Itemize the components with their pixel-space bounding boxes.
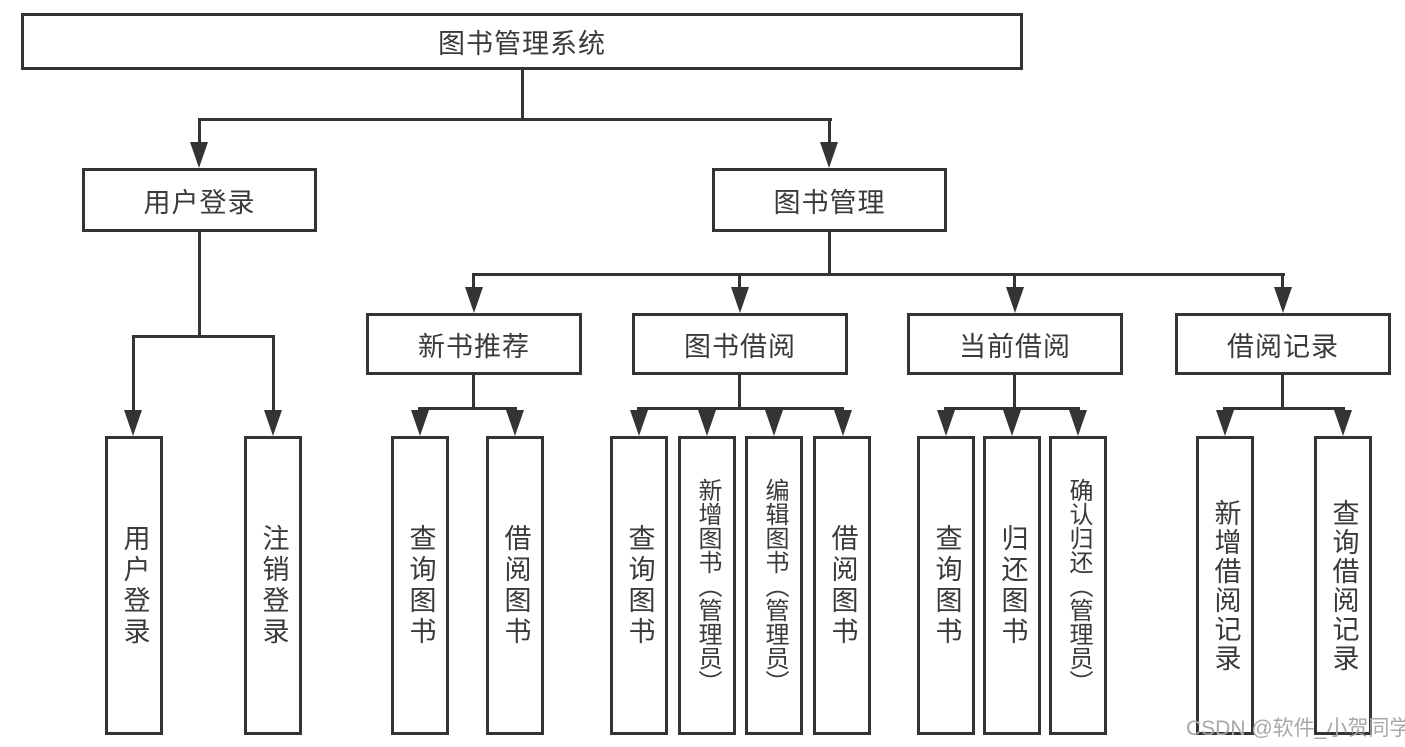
leaf-user-login: 用户登录 xyxy=(105,436,163,735)
node-user-login: 用户登录 xyxy=(82,168,317,232)
leaf-add-borrow-record: 新增借阅记录 xyxy=(1196,436,1254,735)
connector-drop-user-login xyxy=(198,118,201,146)
connector-bar xyxy=(418,407,517,410)
connector-drop-level3 xyxy=(738,273,741,291)
connector-stem xyxy=(472,375,475,407)
node-new-book-recommendation: 新书推荐 xyxy=(366,313,582,375)
leaf-edit-books-admin: 编辑图书（管理员） xyxy=(745,436,803,735)
connector-bar xyxy=(637,407,844,410)
arrow-down-icon xyxy=(937,410,955,436)
connector-drop-leaf xyxy=(272,335,275,414)
connector-drop-leaf xyxy=(132,335,135,414)
leaf-confirm-return-admin: 确认归还（管理员） xyxy=(1049,436,1107,735)
leaf-add-books-admin: 新增图书（管理员） xyxy=(678,436,736,735)
arrow-down-icon xyxy=(820,142,838,168)
arrow-down-icon xyxy=(124,410,142,436)
arrow-down-icon xyxy=(698,410,716,436)
leaf-query-borrow-record: 查询借阅记录 xyxy=(1314,436,1372,735)
connector-book-management-stem xyxy=(828,232,831,273)
arrow-down-icon xyxy=(264,410,282,436)
connector-stem xyxy=(1281,375,1284,407)
connector-drop-level3 xyxy=(472,273,475,291)
arrow-down-icon xyxy=(1334,410,1352,436)
connector-book-management-bar xyxy=(473,273,1285,276)
node-library-system: 图书管理系统 xyxy=(21,13,1023,70)
csdn-watermark: CSDN @软件_小贺同学 xyxy=(1186,717,1405,740)
leaf-borrow-books: 借阅图书 xyxy=(486,436,544,735)
connector-user-login-bar xyxy=(132,335,275,338)
connector-drop-level3 xyxy=(1281,273,1284,291)
arrow-down-icon xyxy=(1216,410,1234,436)
connector-stem xyxy=(1013,375,1016,407)
arrow-down-icon xyxy=(834,410,852,436)
leaf-query-books: 查询图书 xyxy=(610,436,668,735)
connector-root-bar xyxy=(198,118,832,121)
arrow-down-icon xyxy=(465,287,483,313)
arrow-down-icon xyxy=(506,410,524,436)
leaf-borrow-books: 借阅图书 xyxy=(813,436,871,735)
arrow-down-icon xyxy=(1069,410,1087,436)
node-book-management: 图书管理 xyxy=(712,168,947,232)
node-borrowing-records: 借阅记录 xyxy=(1175,313,1391,375)
connector-stem xyxy=(738,375,741,407)
connector-user-login-stem xyxy=(198,232,201,335)
leaf-query-books: 查询图书 xyxy=(391,436,449,735)
connector-drop-level3 xyxy=(1013,273,1016,291)
arrow-down-icon xyxy=(1274,287,1292,313)
arrow-down-icon xyxy=(1006,287,1024,313)
leaf-query-books: 查询图书 xyxy=(917,436,975,735)
connector-drop-book-management xyxy=(828,118,831,146)
arrow-down-icon xyxy=(630,410,648,436)
connector-root-stem xyxy=(521,70,524,118)
connector-bar xyxy=(1223,407,1345,410)
arrow-down-icon xyxy=(1003,410,1021,436)
arrow-down-icon xyxy=(411,410,429,436)
arrow-down-icon xyxy=(190,142,208,168)
node-book-borrowing: 图书借阅 xyxy=(632,313,848,375)
node-current-borrowing: 当前借阅 xyxy=(907,313,1123,375)
arrow-down-icon xyxy=(731,287,749,313)
arrow-down-icon xyxy=(765,410,783,436)
leaf-return-books: 归还图书 xyxy=(983,436,1041,735)
leaf-logout: 注销登录 xyxy=(244,436,302,735)
